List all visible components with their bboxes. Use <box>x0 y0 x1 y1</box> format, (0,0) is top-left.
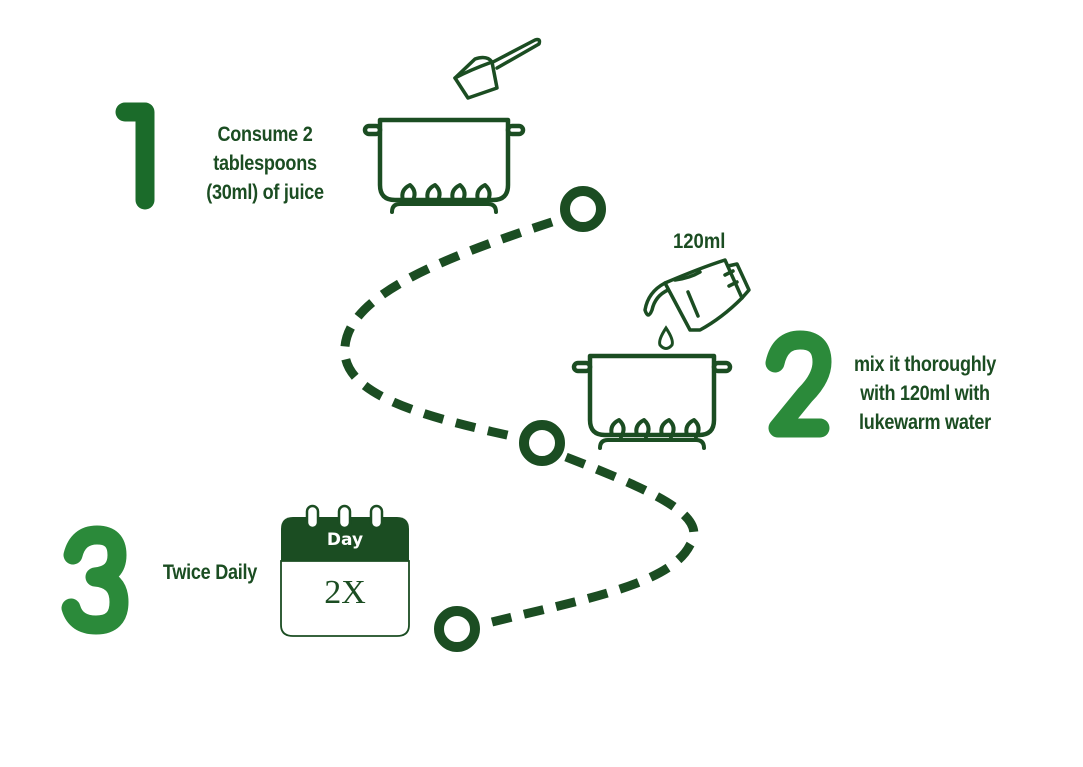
step-2-text-line: mix it thoroughly <box>853 353 997 376</box>
stove-burner-icon <box>598 418 706 450</box>
step-3-text: Twice Daily <box>154 558 266 587</box>
water-drop-icon <box>658 325 674 350</box>
calendar-value: 2X <box>324 574 366 611</box>
measuring-jug-icon <box>643 258 751 332</box>
calendar-header: Day <box>326 530 364 550</box>
waypoint-ring-3 <box>434 606 480 652</box>
dashed-curve <box>340 217 554 443</box>
scoop-icon <box>453 37 542 100</box>
quantity-label: 120ml <box>673 230 726 253</box>
step-2-numeral <box>765 330 832 438</box>
step-3-text-line: Twice Daily <box>162 561 258 584</box>
calendar-icon <box>280 504 410 637</box>
step-2-text-line: lukewarm water <box>859 411 991 434</box>
step-1-text-line: Consume 2 <box>217 123 313 146</box>
step-2-text-line: with 120ml with <box>860 382 990 405</box>
cooking-pot-icon <box>362 117 526 203</box>
waypoint-ring-2 <box>519 420 565 466</box>
stove-burner-icon <box>390 183 498 214</box>
step-3-numeral <box>61 525 129 635</box>
waypoint-ring-1 <box>560 186 606 232</box>
step-1-text-line: tablespoons <box>213 152 317 175</box>
step-2-text: mix it thoroughly with 120ml with lukewa… <box>848 350 1003 437</box>
dashed-curve <box>490 452 699 627</box>
step-1-text: Consume 2 tablespoons (30ml) of juice <box>192 120 338 207</box>
step-1-text-line: (30ml) of juice <box>206 181 324 204</box>
step-1-numeral <box>115 102 155 210</box>
